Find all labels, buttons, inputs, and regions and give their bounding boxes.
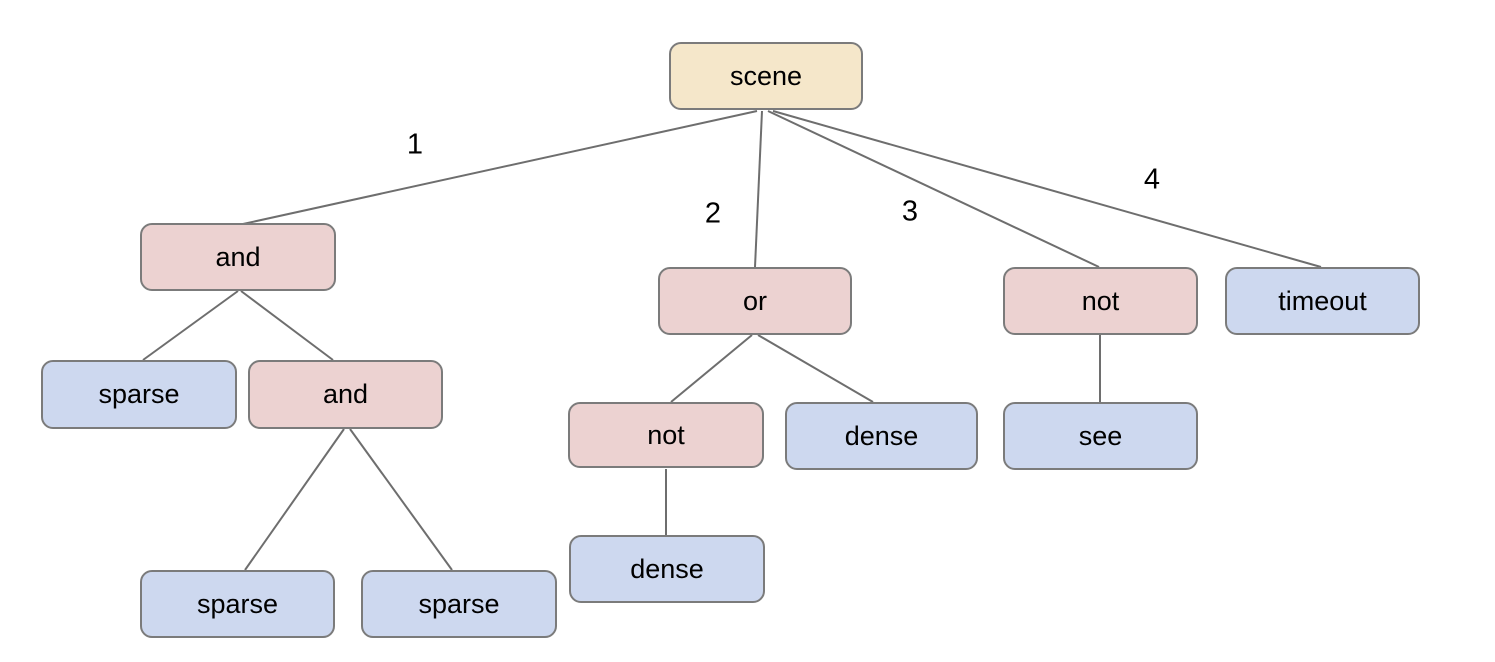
- node-timeout: timeout: [1225, 267, 1420, 335]
- node-and-2-label: and: [322, 379, 369, 409]
- node-not-1: not: [1003, 267, 1198, 335]
- edge-label-3: 3: [901, 195, 919, 228]
- node-dense-1-label: dense: [844, 420, 919, 451]
- node-sparse-2-label: sparse: [196, 588, 279, 619]
- node-and-1: and: [140, 223, 336, 291]
- edge-scene-or: [754, 110, 763, 268]
- edge-and-and: [240, 290, 334, 361]
- edge-label-4: 4: [1143, 163, 1161, 196]
- node-and-2: and: [248, 360, 443, 429]
- node-and-1-label: and: [215, 241, 261, 272]
- node-dense-1: dense: [785, 402, 978, 470]
- node-sparse-1: sparse: [41, 360, 237, 429]
- edge-scene-and: [242, 110, 758, 225]
- node-not-2: not: [568, 402, 764, 468]
- node-scene: scene: [669, 42, 863, 110]
- edge-scene-not: [767, 110, 1100, 268]
- edge-scene-timeout: [772, 110, 1322, 268]
- node-or: or: [658, 267, 852, 335]
- node-see: see: [1003, 402, 1198, 470]
- edge-and2-sparse2: [244, 428, 345, 571]
- edge-or-not: [670, 334, 753, 403]
- node-dense-2: dense: [569, 535, 765, 603]
- node-not-2-label: not: [647, 419, 685, 450]
- edge-label-2: 2: [704, 197, 722, 230]
- edge-label-1: 1: [406, 128, 424, 161]
- edge-and-sparse: [142, 290, 239, 361]
- node-sparse-2: sparse: [140, 570, 335, 638]
- node-see-label: see: [1078, 420, 1123, 451]
- node-sparse-3-label: sparse: [418, 588, 500, 619]
- node-or-label: or: [742, 285, 767, 316]
- edge-and2-sparse3: [349, 428, 453, 571]
- node-scene-label: scene: [729, 60, 803, 91]
- node-not-1-label: not: [1081, 285, 1120, 316]
- edge-or-dense: [757, 334, 874, 403]
- node-sparse-3: sparse: [361, 570, 557, 638]
- node-dense-2-label: dense: [630, 553, 704, 584]
- node-timeout-label: timeout: [1278, 285, 1367, 316]
- node-sparse-1-label: sparse: [98, 379, 180, 409]
